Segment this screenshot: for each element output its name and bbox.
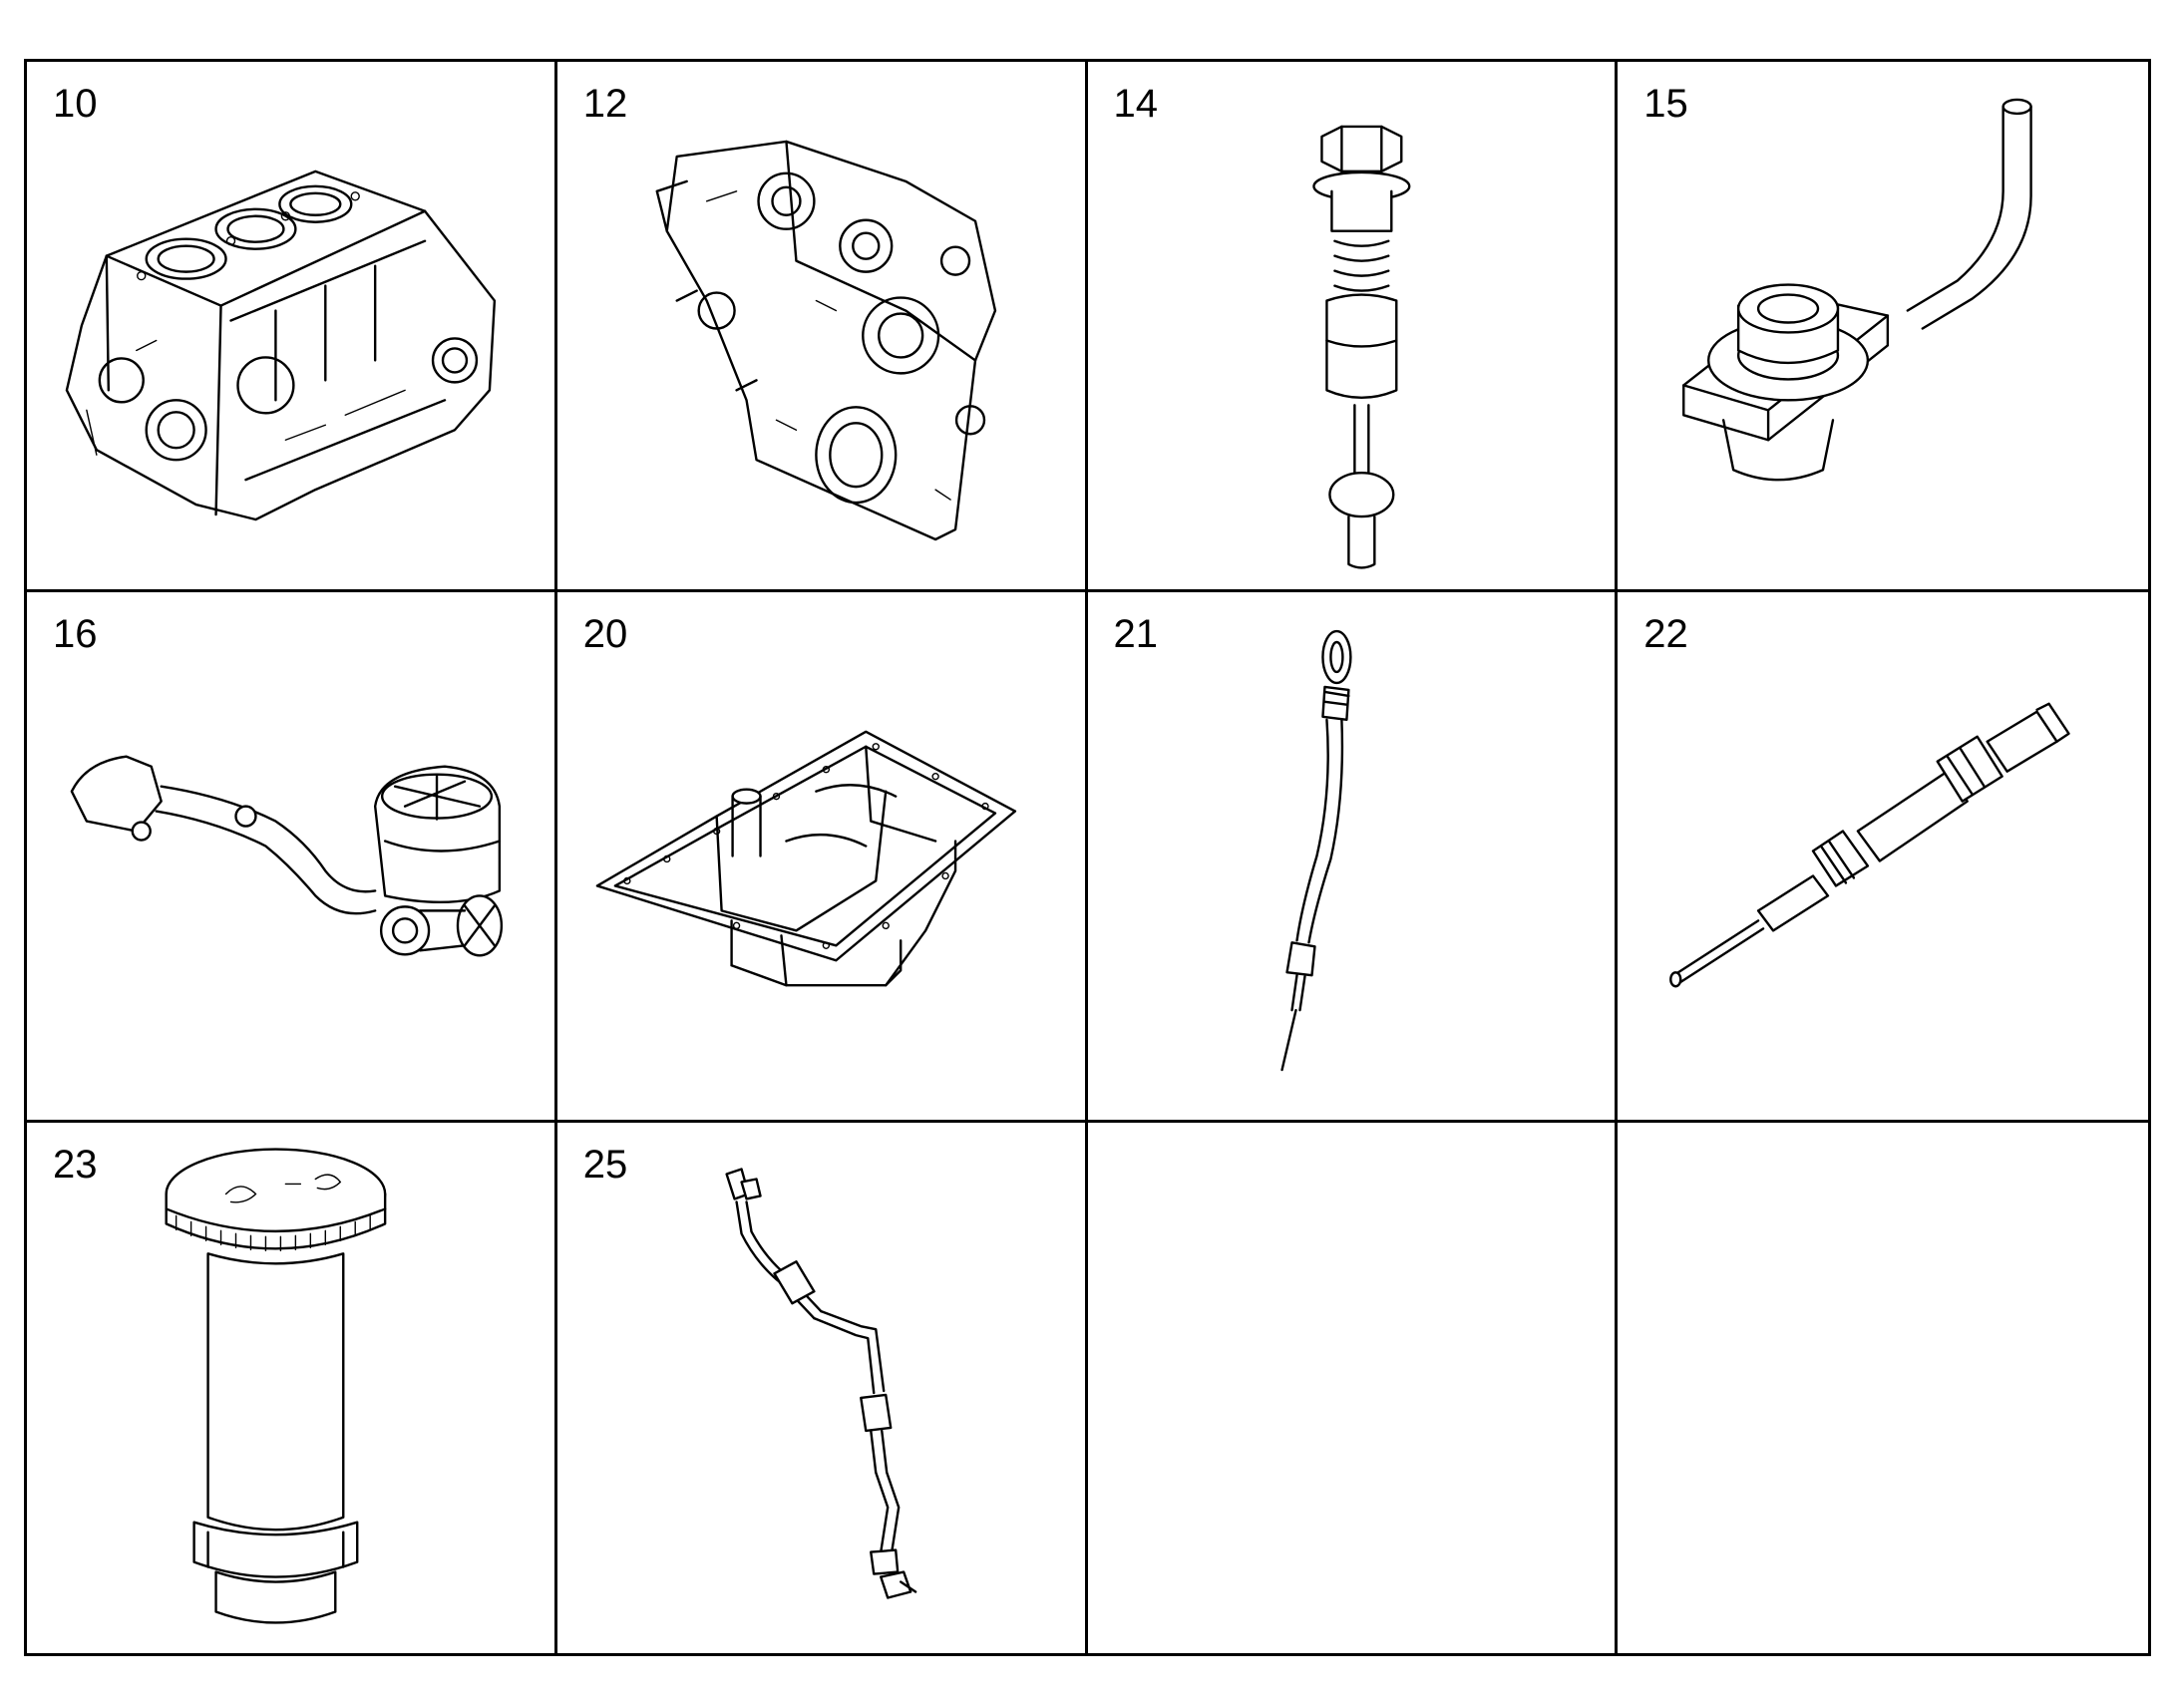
timing-cover-icon <box>557 62 1085 589</box>
part-number: 10 <box>53 82 98 126</box>
breather-pipe-icon <box>27 592 554 1120</box>
part-number: 12 <box>582 82 628 126</box>
part-number: 22 <box>1643 612 1688 656</box>
part-cell-14[interactable]: 14 <box>1087 62 1619 592</box>
part-cell-10[interactable]: 10 <box>27 62 557 592</box>
drain-plug-valve-icon <box>1088 62 1616 589</box>
part-number: 21 <box>1113 612 1159 656</box>
part-number: 15 <box>1643 82 1688 126</box>
oil-pan-icon <box>557 592 1085 1120</box>
part-cell-16[interactable]: 16 <box>27 592 557 1123</box>
oil-filler-cap-icon <box>27 1123 554 1653</box>
part-cell-20[interactable]: 20 <box>556 592 1088 1123</box>
empty-cell <box>1618 1123 2148 1653</box>
part-cell-21[interactable]: 21 <box>1087 592 1619 1123</box>
part-cell-22[interactable]: 22 <box>1618 592 2148 1123</box>
part-cell-15[interactable]: 15 <box>1618 62 2148 592</box>
sensor-harness-icon <box>557 1123 1085 1653</box>
part-number: 23 <box>53 1143 98 1187</box>
part-cell-23[interactable]: 23 <box>27 1123 557 1653</box>
part-cell-25[interactable]: 25 <box>557 1123 1088 1653</box>
part-number: 25 <box>582 1143 628 1187</box>
dipstick-icon <box>1088 592 1616 1120</box>
engine-block-icon <box>27 62 554 589</box>
empty-cell <box>1088 1123 1619 1653</box>
part-number: 14 <box>1113 82 1159 126</box>
part-number: 20 <box>582 612 628 656</box>
parts-grid: 10 12 <box>24 59 2151 1656</box>
part-number: 16 <box>53 612 98 656</box>
oil-level-sensor-icon <box>1618 592 2148 1120</box>
part-cell-12[interactable]: 12 <box>556 62 1088 592</box>
oil-pickup-tube-icon <box>1618 62 2148 589</box>
